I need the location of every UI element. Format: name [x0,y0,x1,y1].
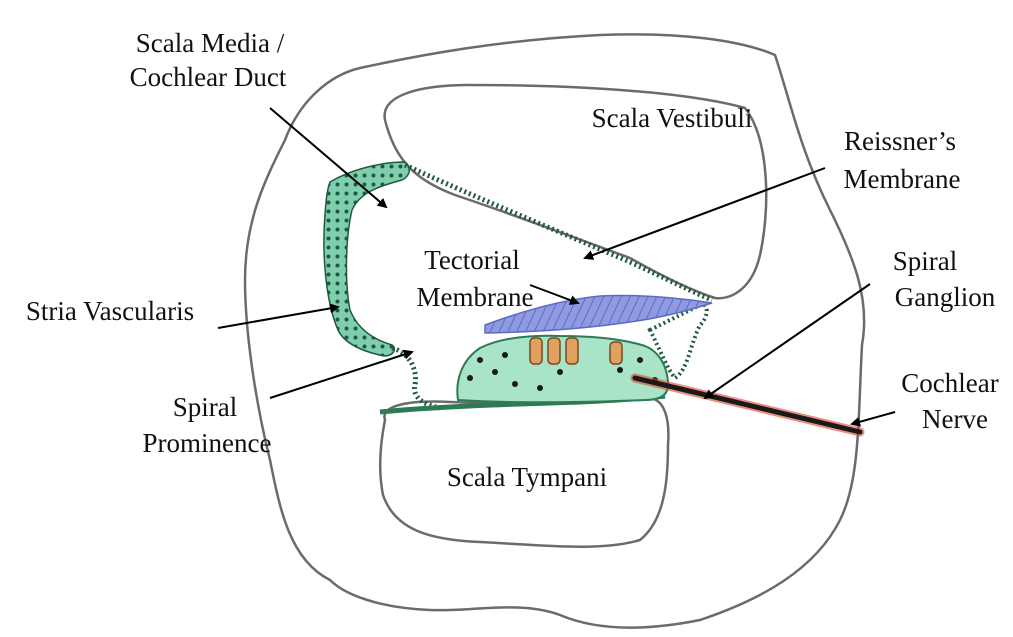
label-scala-media-line2: Cochlear Duct [130,62,287,92]
label-spiral-ganglion-line2: Ganglion [895,282,996,312]
label-scala-tympani: Scala Tympani [447,462,607,492]
label-tectorial-membrane-line2: Membrane [417,282,534,312]
label-scala-vestibuli: Scala Vestibuli [592,103,753,133]
label-spiral-prominence-line1: Spiral [173,392,238,422]
label-stria-vascularis: Stria Vascularis [26,296,194,326]
label-scala-media-line1: Scala Media / [136,28,285,58]
arrow-tectorial-membrane [530,285,578,303]
label-reissners-membrane-line1: Reissner’s [844,126,956,156]
label-spiral-ganglion-line1: Spiral [893,246,958,276]
label-reissners-membrane-line2: Membrane [844,164,961,194]
arrow-spiral-ganglion [705,284,870,398]
label-spiral-prominence-line2: Prominence [143,428,272,458]
label-tectorial-membrane-line1: Tectorial [424,245,520,275]
label-cochlear-nerve-line2: Nerve [922,404,988,434]
arrow-spiral-prominence [270,352,412,398]
arrow-stria-vascularis [218,307,338,328]
organ-of-corti [457,336,668,402]
label-cochlear-nerve-line1: Cochlear [901,368,998,398]
